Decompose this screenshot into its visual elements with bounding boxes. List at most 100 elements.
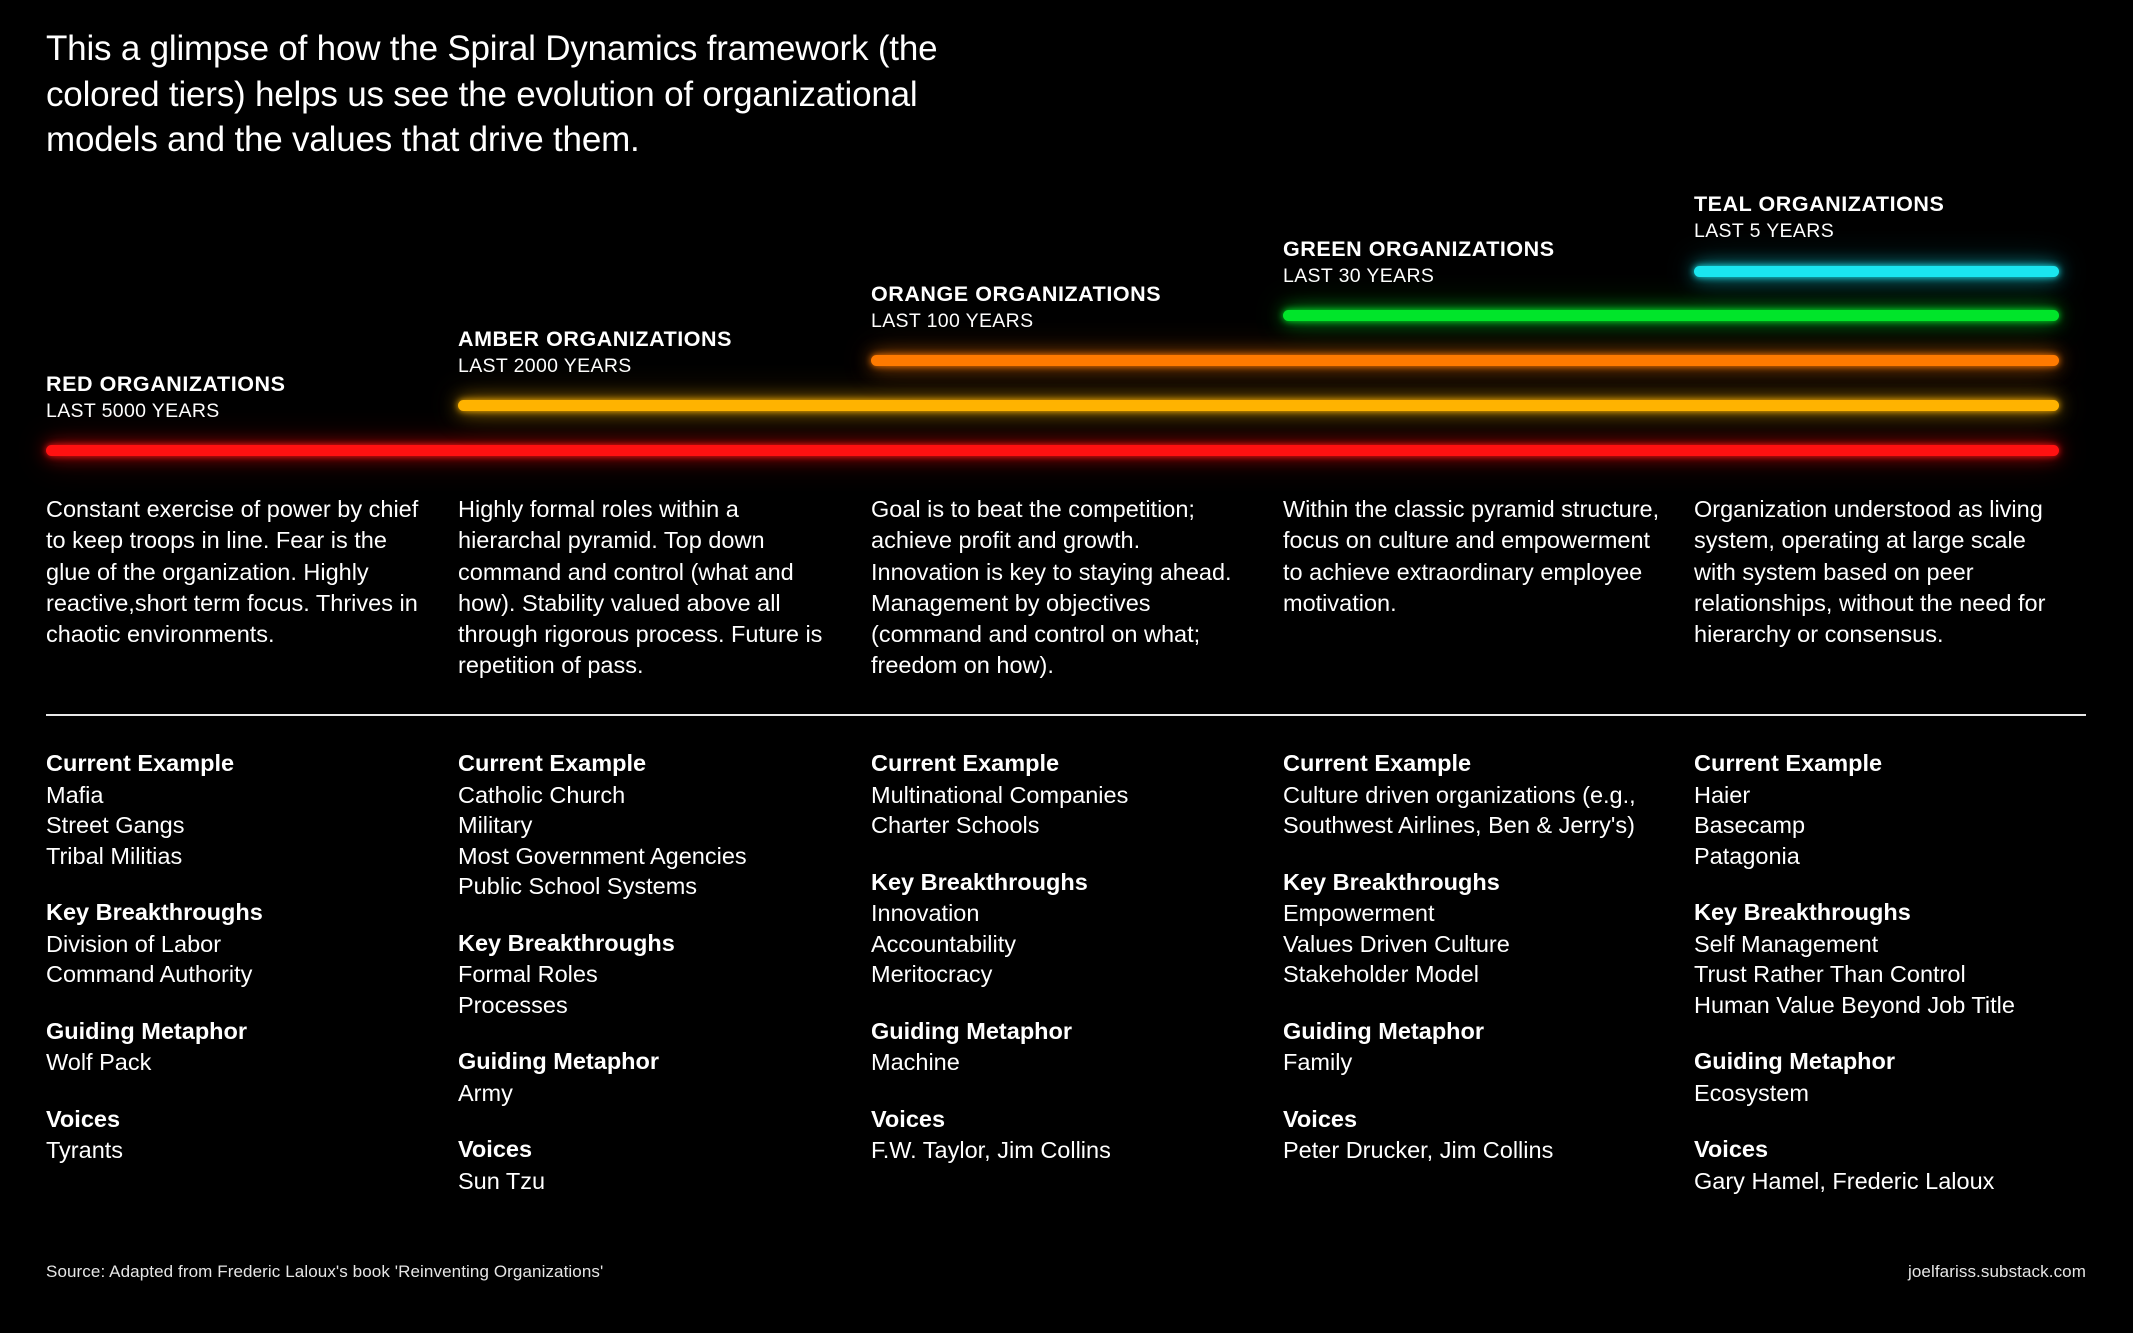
detail-item: Command Authority: [46, 961, 253, 988]
tier-bar-teal: [1694, 266, 2059, 277]
detail-heading-voices: Voices: [46, 1105, 121, 1132]
detail-heading-voices: Voices: [1283, 1105, 1358, 1132]
tier-title-red: RED ORGANIZATIONS: [46, 372, 286, 396]
detail-heading-key_breakthroughs: Key Breakthroughs: [46, 899, 263, 926]
detail-item: Military: [458, 812, 533, 839]
detail-item: Human Value Beyond Job Title: [1694, 991, 2015, 1018]
detail-heading-guiding_metaphor: Guiding Metaphor: [1694, 1048, 1896, 1075]
detail-heading-guiding_metaphor: Guiding Metaphor: [871, 1017, 1073, 1044]
tier-description-red: Constant exercise of power by chief to k…: [46, 496, 419, 647]
detail-heading-current_example: Current Example: [46, 750, 235, 776]
detail-item: Family: [1283, 1049, 1353, 1076]
source-note: Source: Adapted from Frederic Laloux's b…: [46, 1262, 604, 1281]
detail-item: Gary Hamel, Frederic Laloux: [1694, 1168, 1995, 1195]
tier-title-teal: TEAL ORGANIZATIONS: [1694, 192, 1945, 216]
detail-heading-current_example: Current Example: [1694, 750, 1883, 776]
detail-item: Patagonia: [1694, 842, 1800, 869]
detail-item: Division of Labor: [46, 930, 222, 957]
detail-item: Meritocracy: [871, 961, 993, 988]
tier-description-green: Within the classic pyramid structure, fo…: [1283, 496, 1660, 616]
detail-heading-key_breakthroughs: Key Breakthroughs: [1283, 868, 1500, 895]
detail-item: Haier: [1694, 781, 1751, 808]
detail-heading-current_example: Current Example: [1283, 750, 1472, 776]
detail-item: Tyrants: [46, 1137, 124, 1164]
tier-subtitle-orange: LAST 100 YEARS: [871, 310, 1034, 332]
tier-title-green: GREEN ORGANIZATIONS: [1283, 237, 1555, 261]
detail-item: Public School Systems: [458, 873, 698, 900]
tier-bar-red: [46, 445, 2059, 456]
detail-heading-key_breakthroughs: Key Breakthroughs: [1694, 899, 1911, 926]
page-title: This a glimpse of how the Spiral Dynamic…: [46, 29, 938, 159]
detail-heading-key_breakthroughs: Key Breakthroughs: [458, 929, 675, 956]
detail-item: Self Management: [1694, 930, 1879, 957]
detail-item: Street Gangs: [46, 812, 185, 839]
detail-item: Peter Drucker, Jim Collins: [1283, 1137, 1554, 1164]
tier-timeline: RED ORGANIZATIONS LAST 5000 YEARS AMBER OR…: [0, 140, 2133, 460]
tier-label-teal: TEAL ORGANIZATIONS LAST 5 YEARS: [1694, 192, 1944, 243]
detail-heading-guiding_metaphor: Guiding Metaphor: [46, 1017, 248, 1044]
tier-description-amber: Highly formal roles within a hierarchal …: [458, 496, 823, 679]
tier-bar-amber: [458, 400, 2059, 411]
detail-item: F.W. Taylor, Jim Collins: [871, 1137, 1111, 1164]
tier-label-red: RED ORGANIZATIONS LAST 5000 YEARS: [46, 372, 285, 423]
section-divider: [46, 714, 2086, 716]
tier-subtitle-teal: LAST 5 YEARS: [1694, 220, 1835, 242]
detail-item: Formal Roles: [458, 961, 598, 988]
detail-heading-current_example: Current Example: [871, 750, 1060, 776]
tier-label-orange: ORANGE ORGANIZATIONS LAST 100 YEARS: [871, 282, 1161, 333]
detail-item: Wolf Pack: [46, 1049, 152, 1076]
tier-title-orange: ORANGE ORGANIZATIONS: [871, 282, 1162, 306]
detail-item: Innovation: [871, 900, 980, 927]
tier-description-teal: Organization understood as living system…: [1694, 496, 2046, 647]
detail-item: Army: [458, 1079, 513, 1106]
detail-item: Basecamp: [1694, 812, 1806, 839]
detail-item: Multinational Companies: [871, 781, 1129, 808]
tier-title-amber: AMBER ORGANIZATIONS: [458, 327, 733, 351]
detail-item: Tribal Militias: [46, 842, 183, 869]
detail-item: Values Driven Culture: [1283, 930, 1510, 957]
tier-description-orange: Goal is to beat the competition; achieve…: [871, 496, 1232, 679]
detail-heading-voices: Voices: [458, 1136, 533, 1163]
tier-subtitle-red: LAST 5000 YEARS: [46, 400, 220, 422]
tier-bar-orange: [871, 355, 2059, 366]
detail-item: Processes: [458, 991, 568, 1018]
site-credit: joelfariss.substack.com: [1907, 1262, 2086, 1281]
detail-item: Stakeholder Model: [1283, 961, 1479, 988]
detail-item: Accountability: [871, 930, 1016, 957]
detail-item: Ecosystem: [1694, 1079, 1809, 1106]
detail-item: Charter Schools: [871, 812, 1040, 839]
detail-heading-current_example: Current Example: [458, 750, 647, 776]
detail-heading-guiding_metaphor: Guiding Metaphor: [1283, 1017, 1485, 1044]
detail-item: Mafia: [46, 781, 104, 808]
detail-heading-voices: Voices: [871, 1105, 946, 1132]
detail-item: Sun Tzu: [458, 1168, 546, 1195]
detail-item: Culture driven organizations (e.g., Sout…: [1283, 781, 1636, 839]
detail-heading-guiding_metaphor: Guiding Metaphor: [458, 1048, 660, 1075]
detail-item: Empowerment: [1283, 900, 1435, 927]
